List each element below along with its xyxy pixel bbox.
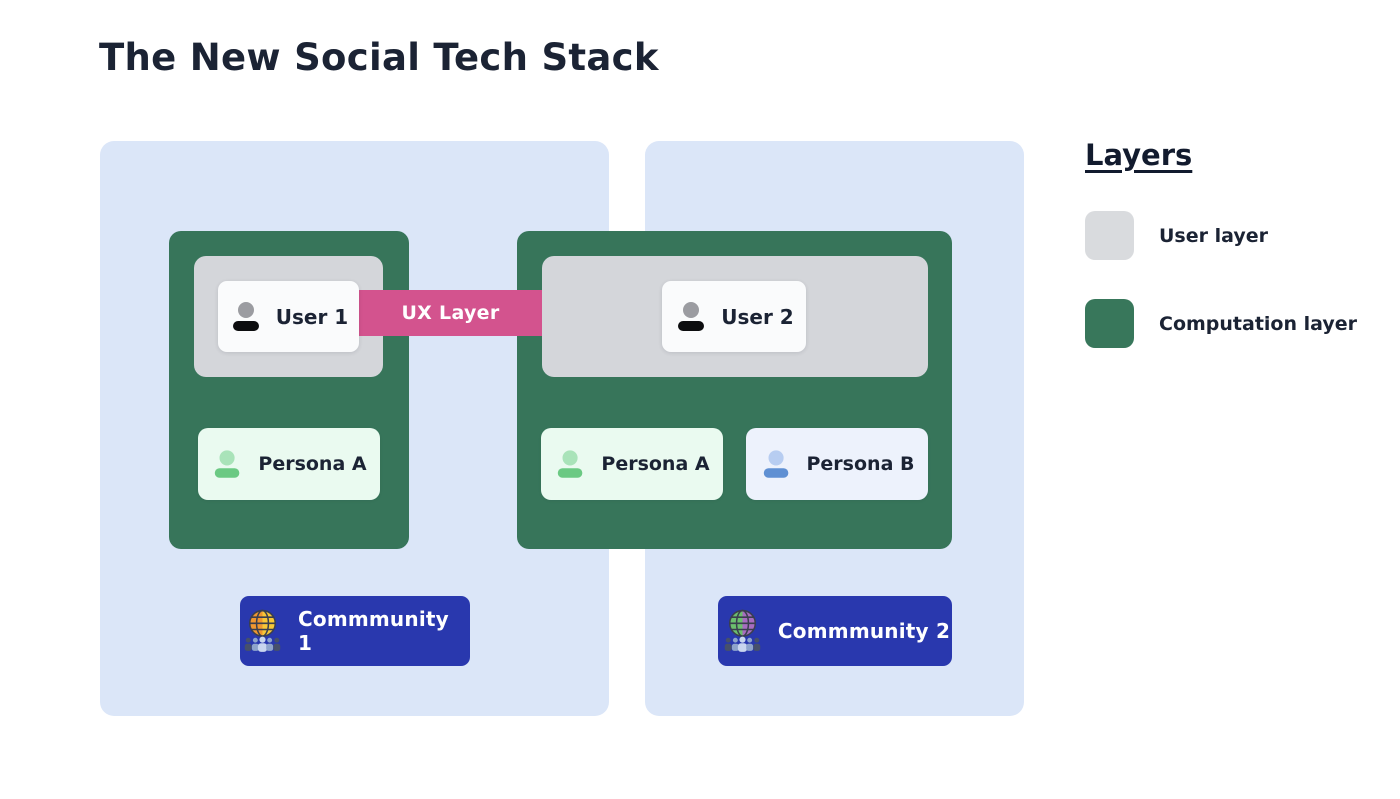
globe-people-icon — [244, 609, 281, 652]
ux-layer-label: UX Layer — [401, 302, 500, 324]
legend-label: Computation layer — [1159, 312, 1358, 335]
persona-a-card-community-2: Persona A — [541, 428, 723, 500]
user-1-card: User 1 — [218, 281, 359, 352]
computation-layer-swatch — [1085, 299, 1134, 348]
people-row — [724, 636, 761, 652]
persona-b-card-community-2: Persona B — [746, 428, 928, 500]
persona-b-label: Persona B — [806, 453, 915, 475]
legend-heading: Layers — [1085, 138, 1193, 172]
persona-a-label: Persona A — [258, 453, 367, 475]
person-icon — [232, 301, 259, 331]
page-title: The New Social Tech Stack — [99, 36, 659, 79]
people-row — [244, 636, 281, 652]
community-1-label: Commmunity 1 — [298, 607, 449, 655]
user-2-card: User 2 — [662, 281, 806, 352]
persona-a-label: Persona A — [601, 453, 710, 475]
community-2-label: Commmunity 2 — [777, 619, 951, 643]
legend-item-computation-layer: Computation layer — [1085, 299, 1357, 348]
person-icon — [558, 449, 583, 478]
legend-item-user-layer: User layer — [1085, 211, 1268, 260]
globe-people-icon — [724, 609, 761, 652]
legend-label: User layer — [1159, 224, 1268, 247]
community-2-button: Commmunity 2 — [718, 596, 952, 666]
persona-a-card-community-1: Persona A — [198, 428, 380, 500]
person-icon — [763, 449, 788, 478]
user-2-label: User 2 — [721, 304, 794, 329]
user-layer-swatch — [1085, 211, 1134, 260]
user-1-label: User 1 — [275, 304, 349, 329]
community-1-button: Commmunity 1 — [240, 596, 470, 666]
ux-layer-band: UX Layer — [359, 290, 542, 336]
person-icon — [215, 449, 240, 478]
person-icon — [678, 301, 705, 331]
